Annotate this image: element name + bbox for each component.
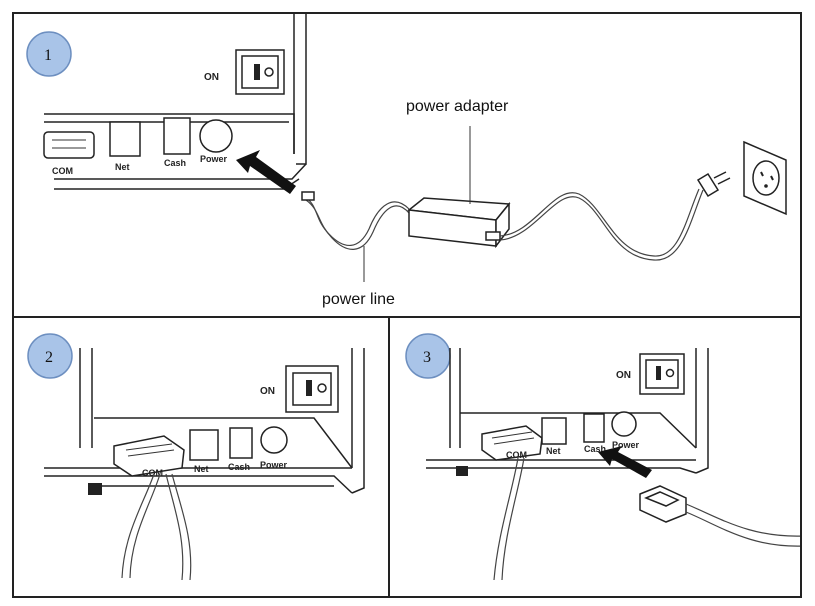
svg-text:COM: COM <box>506 450 527 460</box>
svg-text:power adapter: power adapter <box>406 98 509 115</box>
arrow-icon <box>236 150 296 194</box>
switch-on-label: ON <box>204 72 219 83</box>
com-connector: COM <box>113 435 185 478</box>
com-cable <box>121 473 192 581</box>
step-badge-1: 1 <box>26 31 72 77</box>
svg-text:Net: Net <box>115 162 130 172</box>
switch-on-label: ON <box>616 370 631 381</box>
power-adapter-box <box>407 197 511 249</box>
svg-text:power line: power line <box>322 291 395 308</box>
power-line-cable <box>301 191 410 250</box>
printer-body <box>426 348 709 476</box>
svg-text:Cash: Cash <box>164 158 186 168</box>
net-port: Net <box>189 429 219 474</box>
svg-text:COM: COM <box>52 166 73 176</box>
power-switch-icon: ON <box>204 49 285 95</box>
com-cable <box>493 457 525 581</box>
cash-port: Cash <box>163 117 191 168</box>
svg-text:Net: Net <box>546 446 561 456</box>
svg-text:Cash: Cash <box>228 462 250 472</box>
wall-outlet-icon <box>743 140 787 216</box>
svg-text:Power: Power <box>260 460 288 470</box>
net-port: Net <box>541 417 567 456</box>
step-number-2: 2 <box>45 349 53 366</box>
power-line-callout: power line <box>322 246 395 308</box>
plug-icon <box>696 171 731 198</box>
svg-text:COM: COM <box>142 468 163 478</box>
printer-body <box>44 348 365 495</box>
com-port: COM <box>43 131 95 176</box>
switch-on-label: ON <box>260 386 275 397</box>
rj-connector-icon <box>639 485 687 523</box>
step-badge-2: 2 <box>27 333 73 379</box>
power-port: Power <box>260 426 288 470</box>
step-1-panel: 1 ON COM Net <box>12 12 802 318</box>
svg-text:Power: Power <box>612 440 640 450</box>
cash-port: Cash <box>583 413 606 454</box>
adapter-cable <box>499 188 704 261</box>
step-3-panel: 3 ON COM Net <box>388 316 802 598</box>
power-adapter-callout: power adapter <box>406 98 509 204</box>
power-switch-icon: ON <box>260 365 339 413</box>
power-port: Power <box>199 119 233 164</box>
com-connector: COM <box>481 425 543 461</box>
svg-text:Net: Net <box>194 464 209 474</box>
power-switch-icon: ON <box>616 353 685 395</box>
power-port: Power <box>611 411 640 450</box>
svg-text:Cash: Cash <box>584 444 606 454</box>
net-port: Net <box>109 121 141 172</box>
step-number-1: 1 <box>44 47 52 64</box>
cash-drawer-cable <box>685 503 800 547</box>
step-2-panel: 2 ON COM <box>12 316 390 598</box>
svg-text:Power: Power <box>200 154 228 164</box>
step-badge-3: 3 <box>405 333 451 379</box>
arrow-icon <box>598 446 652 478</box>
cash-port: Cash <box>228 427 253 472</box>
step-number-3: 3 <box>423 349 431 366</box>
